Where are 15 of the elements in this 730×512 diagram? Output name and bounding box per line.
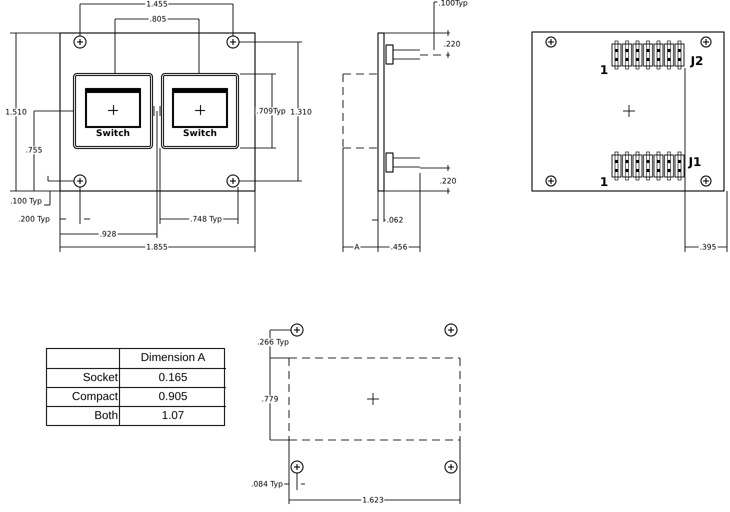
pin-number: 1: [598, 176, 610, 188]
row-header: Compact: [47, 387, 120, 406]
pin-number: 1: [598, 64, 610, 76]
connector-label: J2: [690, 55, 704, 67]
switch-bezel: [73, 73, 153, 149]
switch-label: Switch: [183, 130, 217, 139]
switch-label: Switch: [96, 130, 130, 139]
row-header: Both: [47, 406, 120, 425]
row-header: Socket: [47, 368, 120, 387]
table-cell: 0.905: [120, 387, 226, 406]
table-cell: 0.165: [120, 368, 226, 387]
connector-label: J1: [688, 156, 702, 168]
switch-bezel: [161, 73, 239, 149]
column-header: Dimension A: [140, 351, 206, 366]
table-cell: 1.07: [120, 406, 226, 425]
